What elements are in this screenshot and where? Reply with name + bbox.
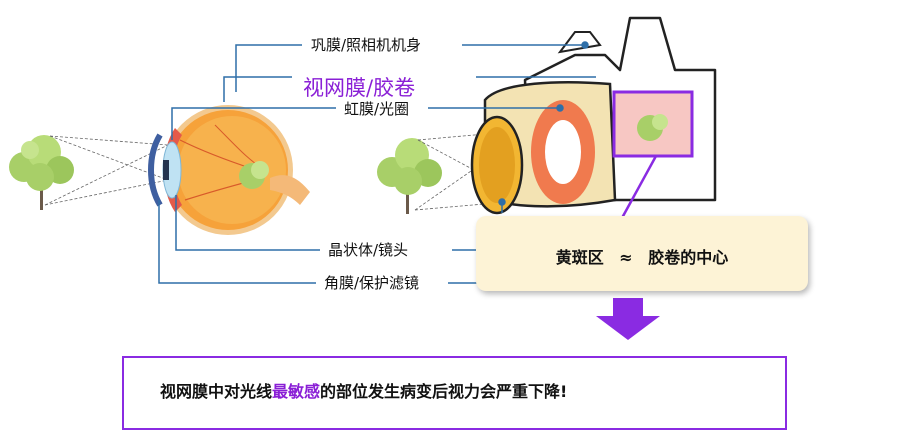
conclusion-text: 视网膜中对光线最敏感的部位发生病变后视力会严重下降! (160, 378, 567, 402)
label-sclera-camera-body: 巩膜/照相机机身 (311, 36, 422, 54)
film-callout-pointer (620, 155, 658, 219)
conclusion-before: 视网膜中对光线 (160, 382, 273, 401)
label-iris-aperture: 虹膜/光圈 (344, 100, 410, 118)
film-center-highlight-box (612, 90, 694, 158)
callout-film-center: 胶卷的中心 (648, 248, 729, 267)
tree-icon-left (9, 135, 74, 210)
tree-icon-right (377, 138, 442, 214)
label-cornea-filter: 角膜/保护滤镜 (324, 274, 420, 292)
callout-macula: 黄斑区 (555, 248, 604, 267)
leader-lines (158, 41, 596, 284)
label-retina-film: 视网膜/胶卷 (303, 76, 416, 100)
camera-diagram (470, 16, 717, 215)
label-lens: 晶状体/镜头 (328, 241, 409, 259)
callout-approx-symbol: ≈ (619, 248, 633, 267)
eye-diagram (148, 105, 310, 235)
macula-callout-text: 黄斑区 ≈ 胶卷的中心 (476, 244, 808, 268)
conclusion-after: 的部位发生病变后视力会严重下降! (320, 382, 568, 401)
conclusion-box: 视网膜中对光线最敏感的部位发生病变后视力会严重下降! (122, 356, 787, 430)
down-arrow-icon (596, 298, 660, 340)
macula-callout: 黄斑区 ≈ 胶卷的中心 (476, 216, 808, 291)
conclusion-highlight: 最敏感 (272, 382, 321, 401)
